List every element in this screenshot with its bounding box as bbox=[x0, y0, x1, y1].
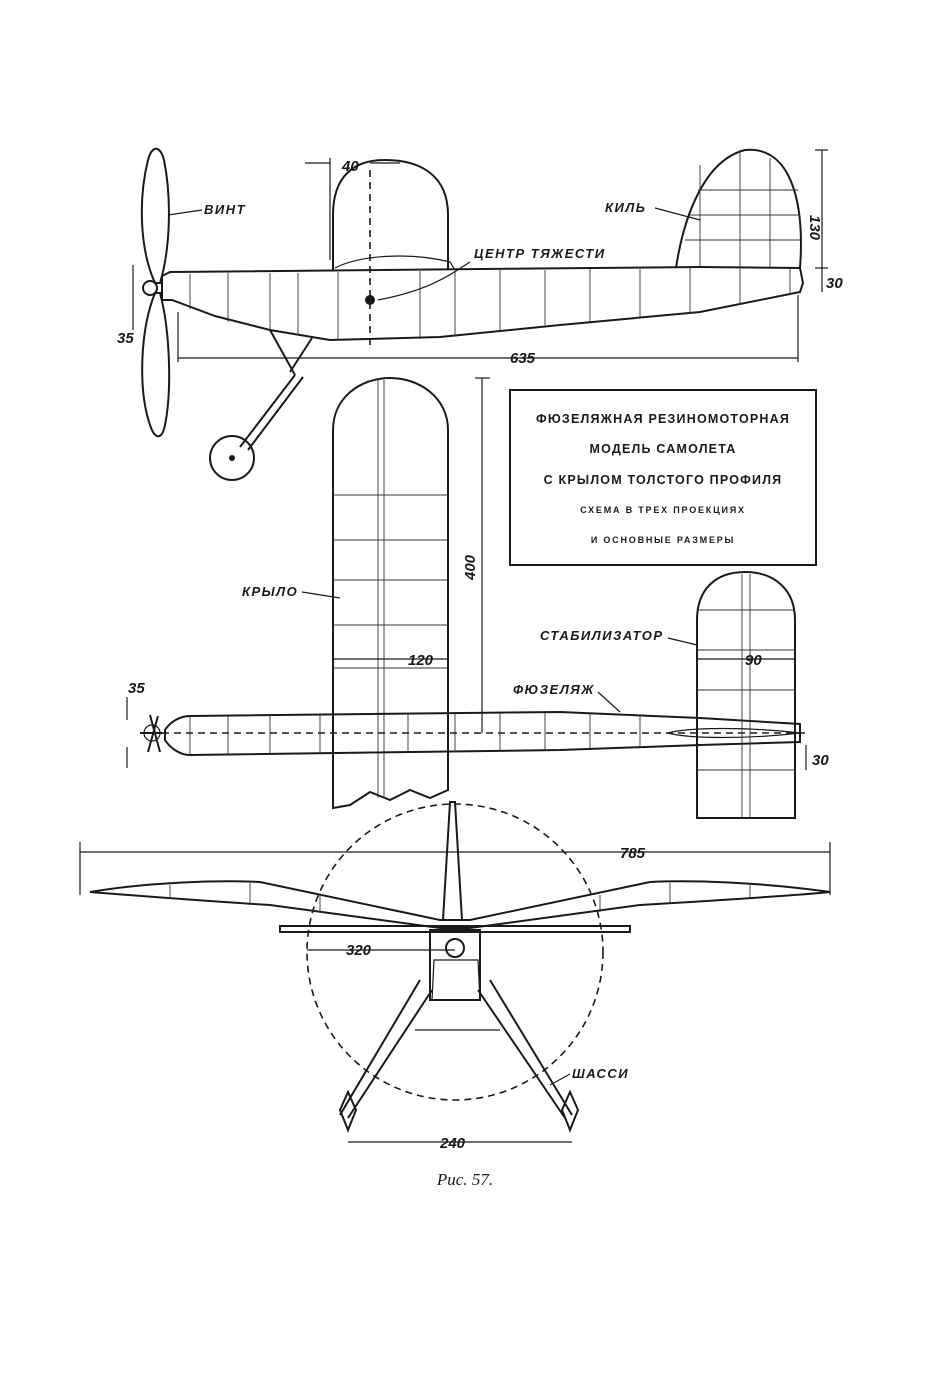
dim-tail-height: 30 bbox=[826, 275, 843, 292]
label-wing: КРЫЛО bbox=[242, 584, 298, 599]
title-line-1: ФЮЗЕЛЯЖНАЯ РЕЗИНОМОТОРНАЯ bbox=[536, 412, 790, 426]
dim-top-tail: 30 bbox=[812, 752, 829, 769]
fin-front bbox=[441, 801, 464, 921]
dim-fin-height: 130 bbox=[806, 215, 823, 241]
propeller-top bbox=[140, 714, 162, 753]
landing-gear-front bbox=[338, 979, 580, 1133]
wing-side bbox=[332, 158, 449, 270]
label-fin: КИЛЬ bbox=[605, 200, 646, 215]
dim-nose-height: 35 bbox=[117, 330, 134, 347]
label-fuselage: ФЮЗЕЛЯЖ bbox=[513, 682, 595, 697]
wing-profile-side bbox=[334, 255, 456, 271]
fuselage-top bbox=[164, 710, 801, 757]
stabilizer-top bbox=[696, 570, 796, 819]
top-view: 400 120 90 35 30 КРЫЛО СТАБИЛИЗАТОР ФЮЗЕ… bbox=[126, 376, 829, 819]
dim-stab-chord: 90 bbox=[745, 652, 762, 669]
title-line-3: С КРЫЛОМ ТОЛСТОГО ПРОФИЛЯ bbox=[544, 473, 783, 487]
fuselage-side-formers bbox=[189, 268, 791, 340]
propeller-side bbox=[140, 147, 171, 438]
fin-side bbox=[675, 148, 802, 269]
label-stabilizer: СТАБИЛИЗАТОР bbox=[540, 628, 664, 643]
label-center-of-gravity: ЦЕНТР ТЯЖЕСТИ bbox=[474, 246, 606, 261]
top-view-dimensions bbox=[126, 377, 807, 770]
title-line-4: СХЕМА В ТРЕХ ПРОЕКЦИЯХ bbox=[580, 505, 746, 515]
fuselage-side bbox=[161, 265, 805, 342]
label-propeller: ВИНТ bbox=[204, 202, 246, 217]
dim-full-span: 785 bbox=[620, 845, 646, 862]
cg-marker bbox=[365, 295, 375, 305]
wing-top bbox=[332, 376, 449, 810]
title-line-5: И ОСНОВНЫЕ РАЗМЕРЫ bbox=[591, 535, 735, 545]
label-landing-gear: ШАССИ bbox=[572, 1066, 629, 1081]
title-box: ФЮЗЕЛЯЖНАЯ РЕЗИНОМОТОРНАЯ МОДЕЛЬ САМОЛЕТ… bbox=[509, 389, 817, 566]
stabilizer-ribs bbox=[697, 574, 795, 818]
title-line-2: МОДЕЛЬ САМОЛЕТА bbox=[590, 442, 737, 456]
figure-caption: Рис. 57. bbox=[436, 1170, 493, 1189]
dim-wing-semispan: 400 bbox=[462, 554, 479, 581]
wing-top-ribs bbox=[333, 380, 448, 798]
dim-wing-chord: 120 bbox=[408, 652, 434, 669]
wing-front-ribs bbox=[169, 883, 751, 912]
stabilizer-front bbox=[279, 925, 631, 933]
dim-wheel-track: 240 bbox=[439, 1135, 466, 1152]
side-view-dimensions bbox=[132, 149, 828, 362]
dim-top-nose: 35 bbox=[128, 680, 145, 697]
front-view-dimensions bbox=[79, 842, 831, 1143]
front-view: 785 320 240 ШАССИ bbox=[79, 801, 831, 1152]
dim-prop-diameter: 320 bbox=[346, 942, 372, 959]
fuselage-top-formers bbox=[189, 713, 641, 755]
dim-fuselage-length: 635 bbox=[510, 350, 536, 367]
landing-gear-side bbox=[209, 329, 313, 481]
fin-ribs bbox=[685, 150, 800, 268]
fuselage-front bbox=[429, 929, 481, 1001]
side-view: 40 130 30 35 635 ВИНТ КИЛЬ ЦЕНТР ТЯЖЕСТИ bbox=[117, 147, 843, 481]
dim-wing-offset: 40 bbox=[341, 158, 359, 175]
